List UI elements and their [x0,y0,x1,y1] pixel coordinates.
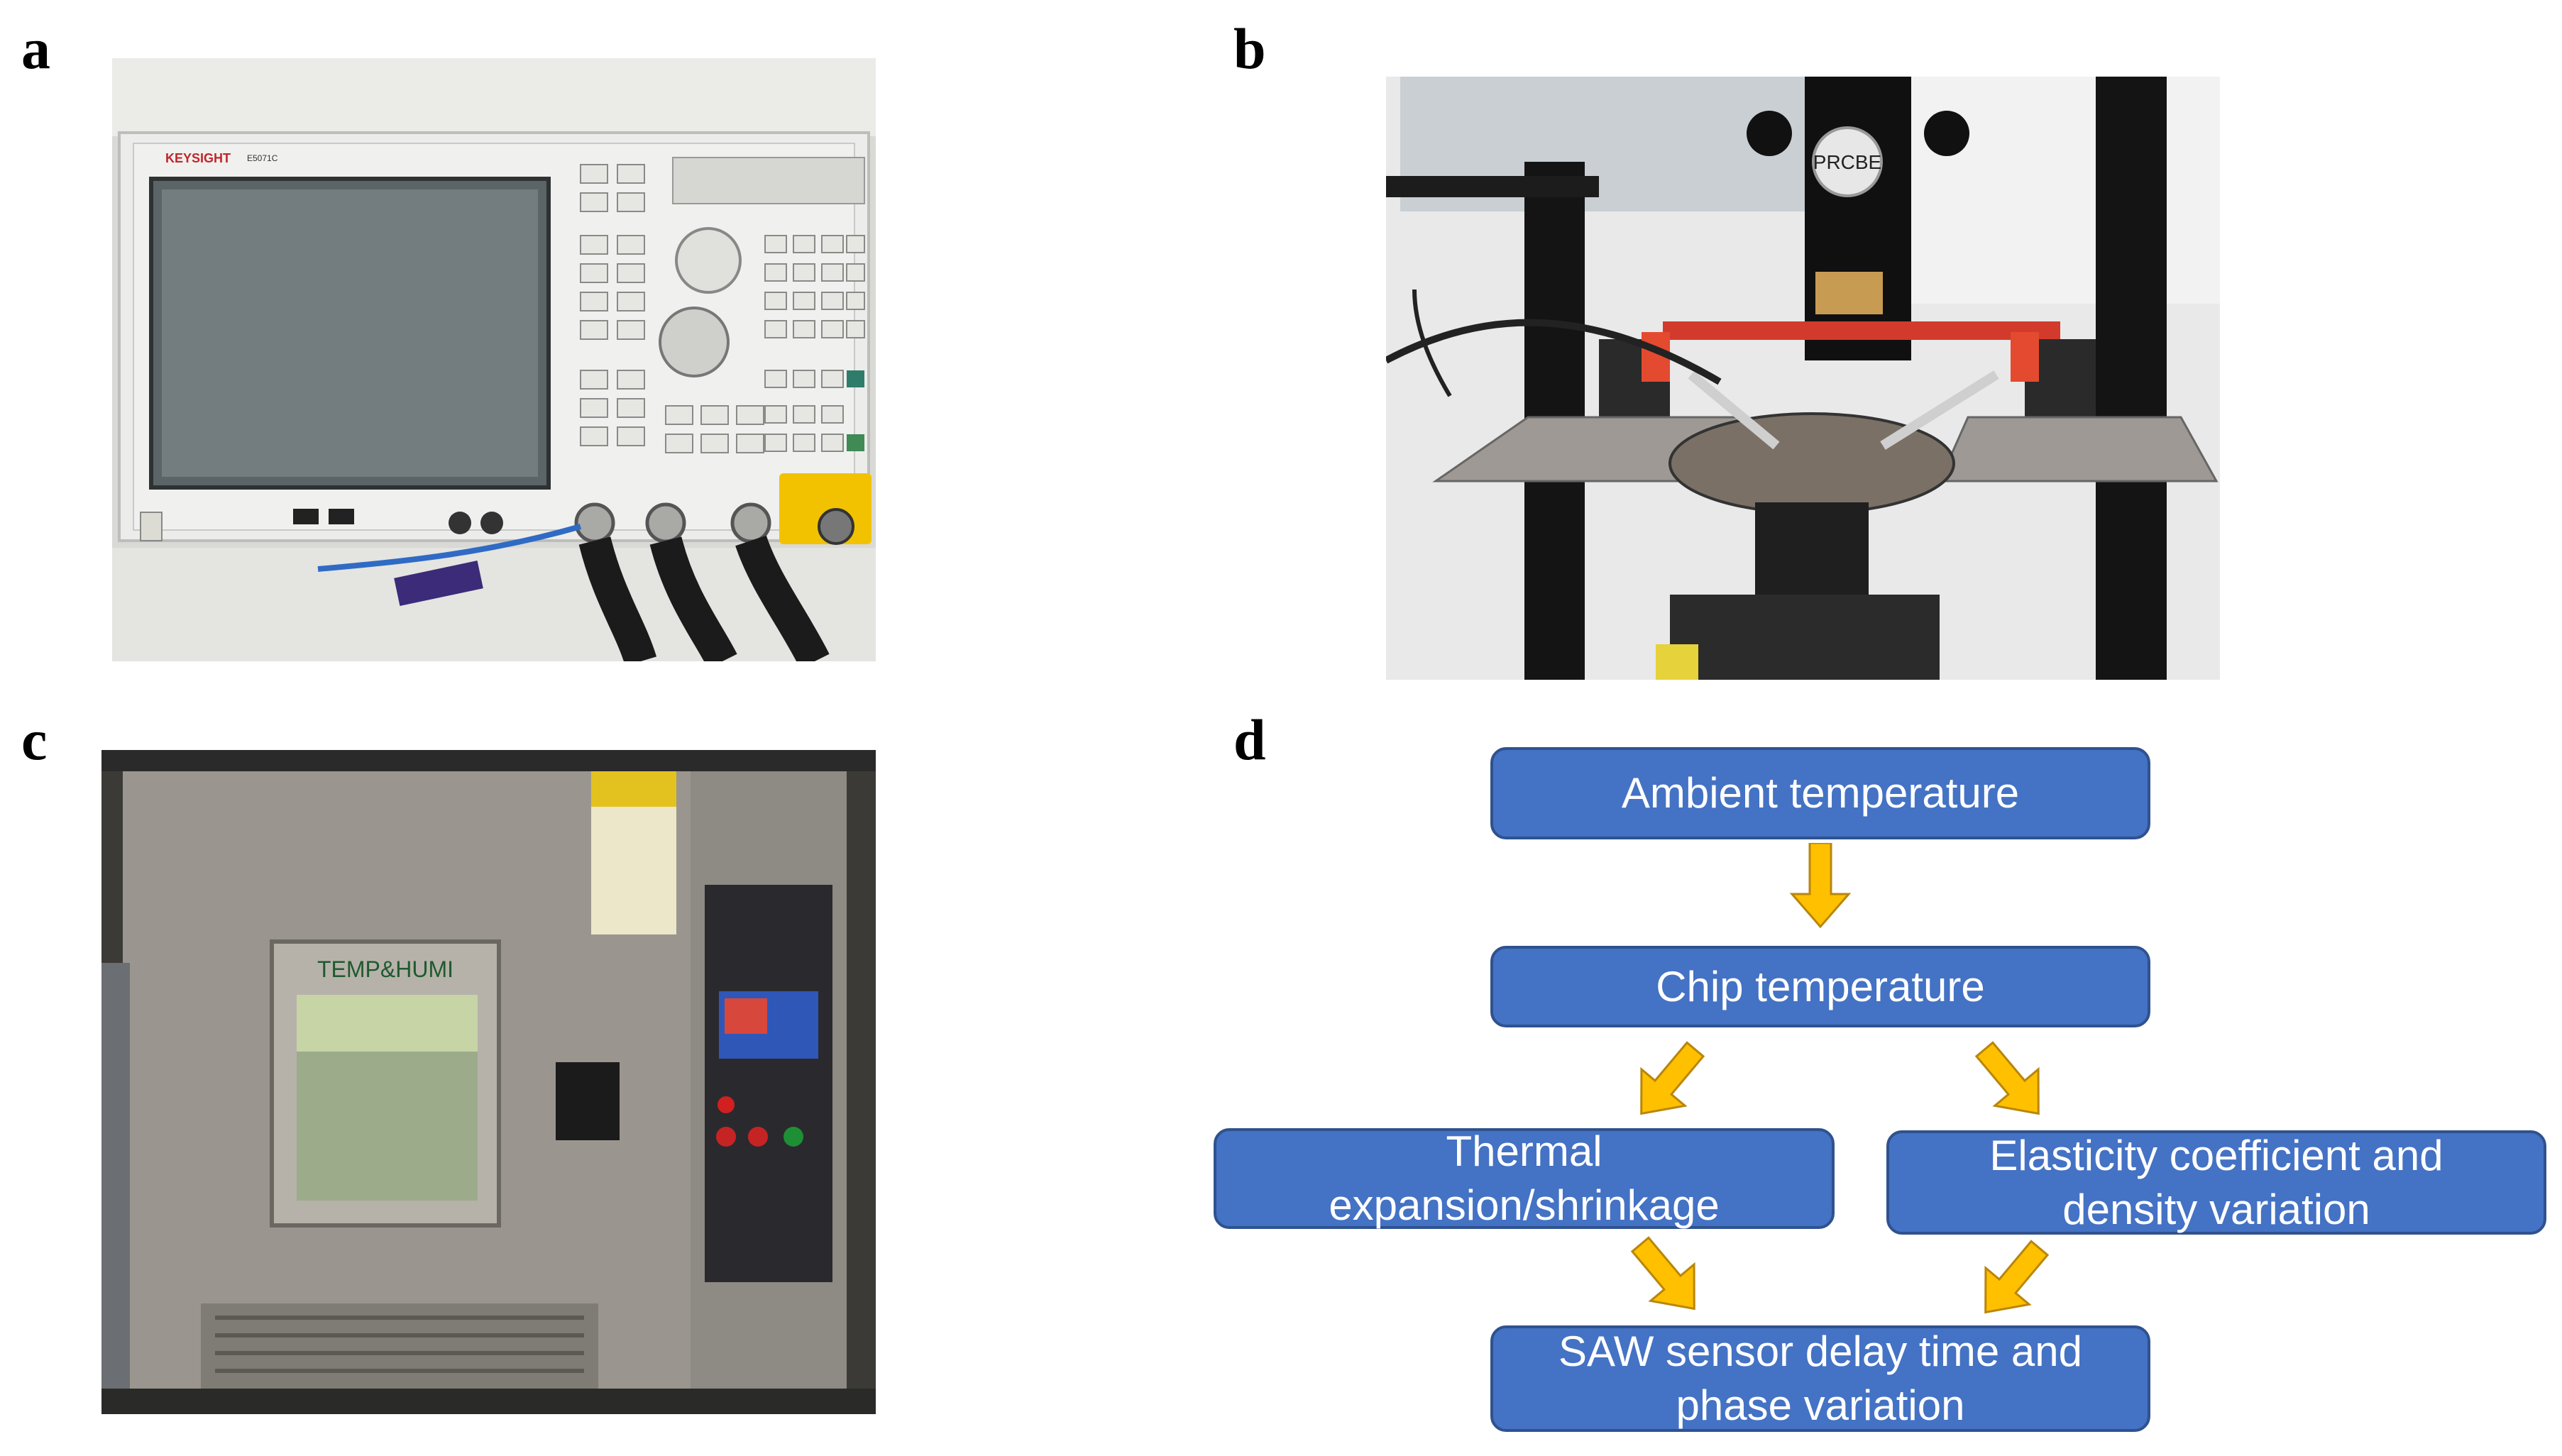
arrow-chip-to-thermal [1640,1041,1705,1115]
node-ambient-temperature-text: Ambient temperature [1621,769,2020,817]
arrow-chip-to-elasticity [1974,1041,2040,1115]
node-chip-temperature-text: Chip temperature [1656,962,1985,1010]
node-saw-sensor-delay-line1: SAW sensor delay time and [1558,1328,2083,1375]
network-analyzer-photo: KEYSIGHT E5071C [112,58,876,661]
probe-station-photo: PRCBE [1386,77,2220,680]
node-thermal-expansion-line2: expansion/shrinkage [1329,1181,1720,1229]
node-elasticity-density-line1: Elasticity coefficient and [1989,1131,2443,1179]
node-ambient-temperature: Ambient temperature [1490,747,2150,839]
node-thermal-expansion-line1: Thermal [1446,1127,1602,1175]
microscope-brand-label: PRCBE [1813,151,1881,173]
arrow-ambient-to-chip [1789,843,1852,928]
arrow-elasticity-to-saw [1984,1240,2050,1314]
model-label: E5071C [247,153,278,163]
node-saw-sensor-delay-line2: phase variation [1676,1381,1965,1429]
brand-label: KEYSIGHT [165,151,231,165]
arrow-thermal-to-saw [1630,1236,1695,1311]
node-chip-temperature: Chip temperature [1490,946,2150,1027]
panel-label-c: c [21,707,48,772]
panel-label-d: d [1233,707,1266,772]
node-elasticity-density-line2: density variation [2062,1185,2370,1233]
panel-label-b: b [1233,16,1266,81]
node-thermal-expansion: Thermal expansion/shrinkage [1214,1127,1835,1229]
node-saw-sensor-delay: SAW sensor delay time and phase variatio… [1490,1325,2150,1432]
climate-chamber-photo: TEMP&HUMI [101,750,876,1414]
panel-label-a: a [21,16,50,81]
chamber-label: TEMP&HUMI [317,956,453,982]
node-elasticity-density: Elasticity coefficient and density varia… [1886,1130,2546,1235]
